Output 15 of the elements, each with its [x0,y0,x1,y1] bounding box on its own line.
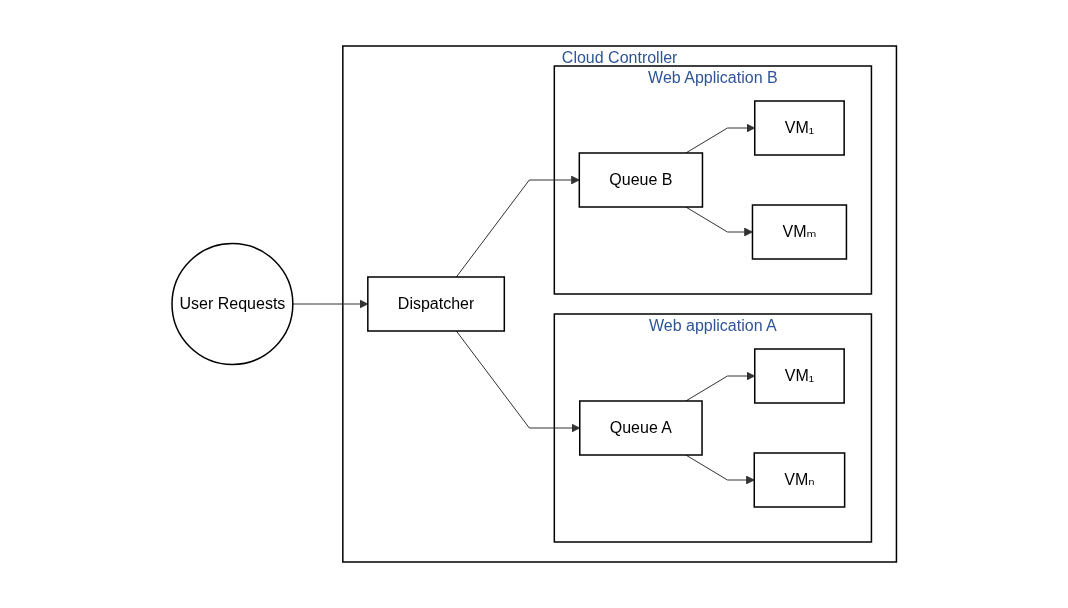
arrow [685,371,755,402]
arrow [455,175,580,278]
node-box: Queue A [578,400,703,456]
arrow [292,299,368,309]
node-box: VM₁ [753,348,845,404]
arrow [685,123,755,154]
arrow [685,454,755,485]
node-box: Queue B [578,152,703,208]
node-box: VMₙ [753,452,846,508]
arrow [455,330,580,433]
arrow [685,206,753,237]
node-circle: User Requests [171,242,294,366]
node-box: VM₁ [753,100,845,156]
node-box: VMₘ [751,204,847,260]
node-box: Dispatcher [366,276,505,332]
